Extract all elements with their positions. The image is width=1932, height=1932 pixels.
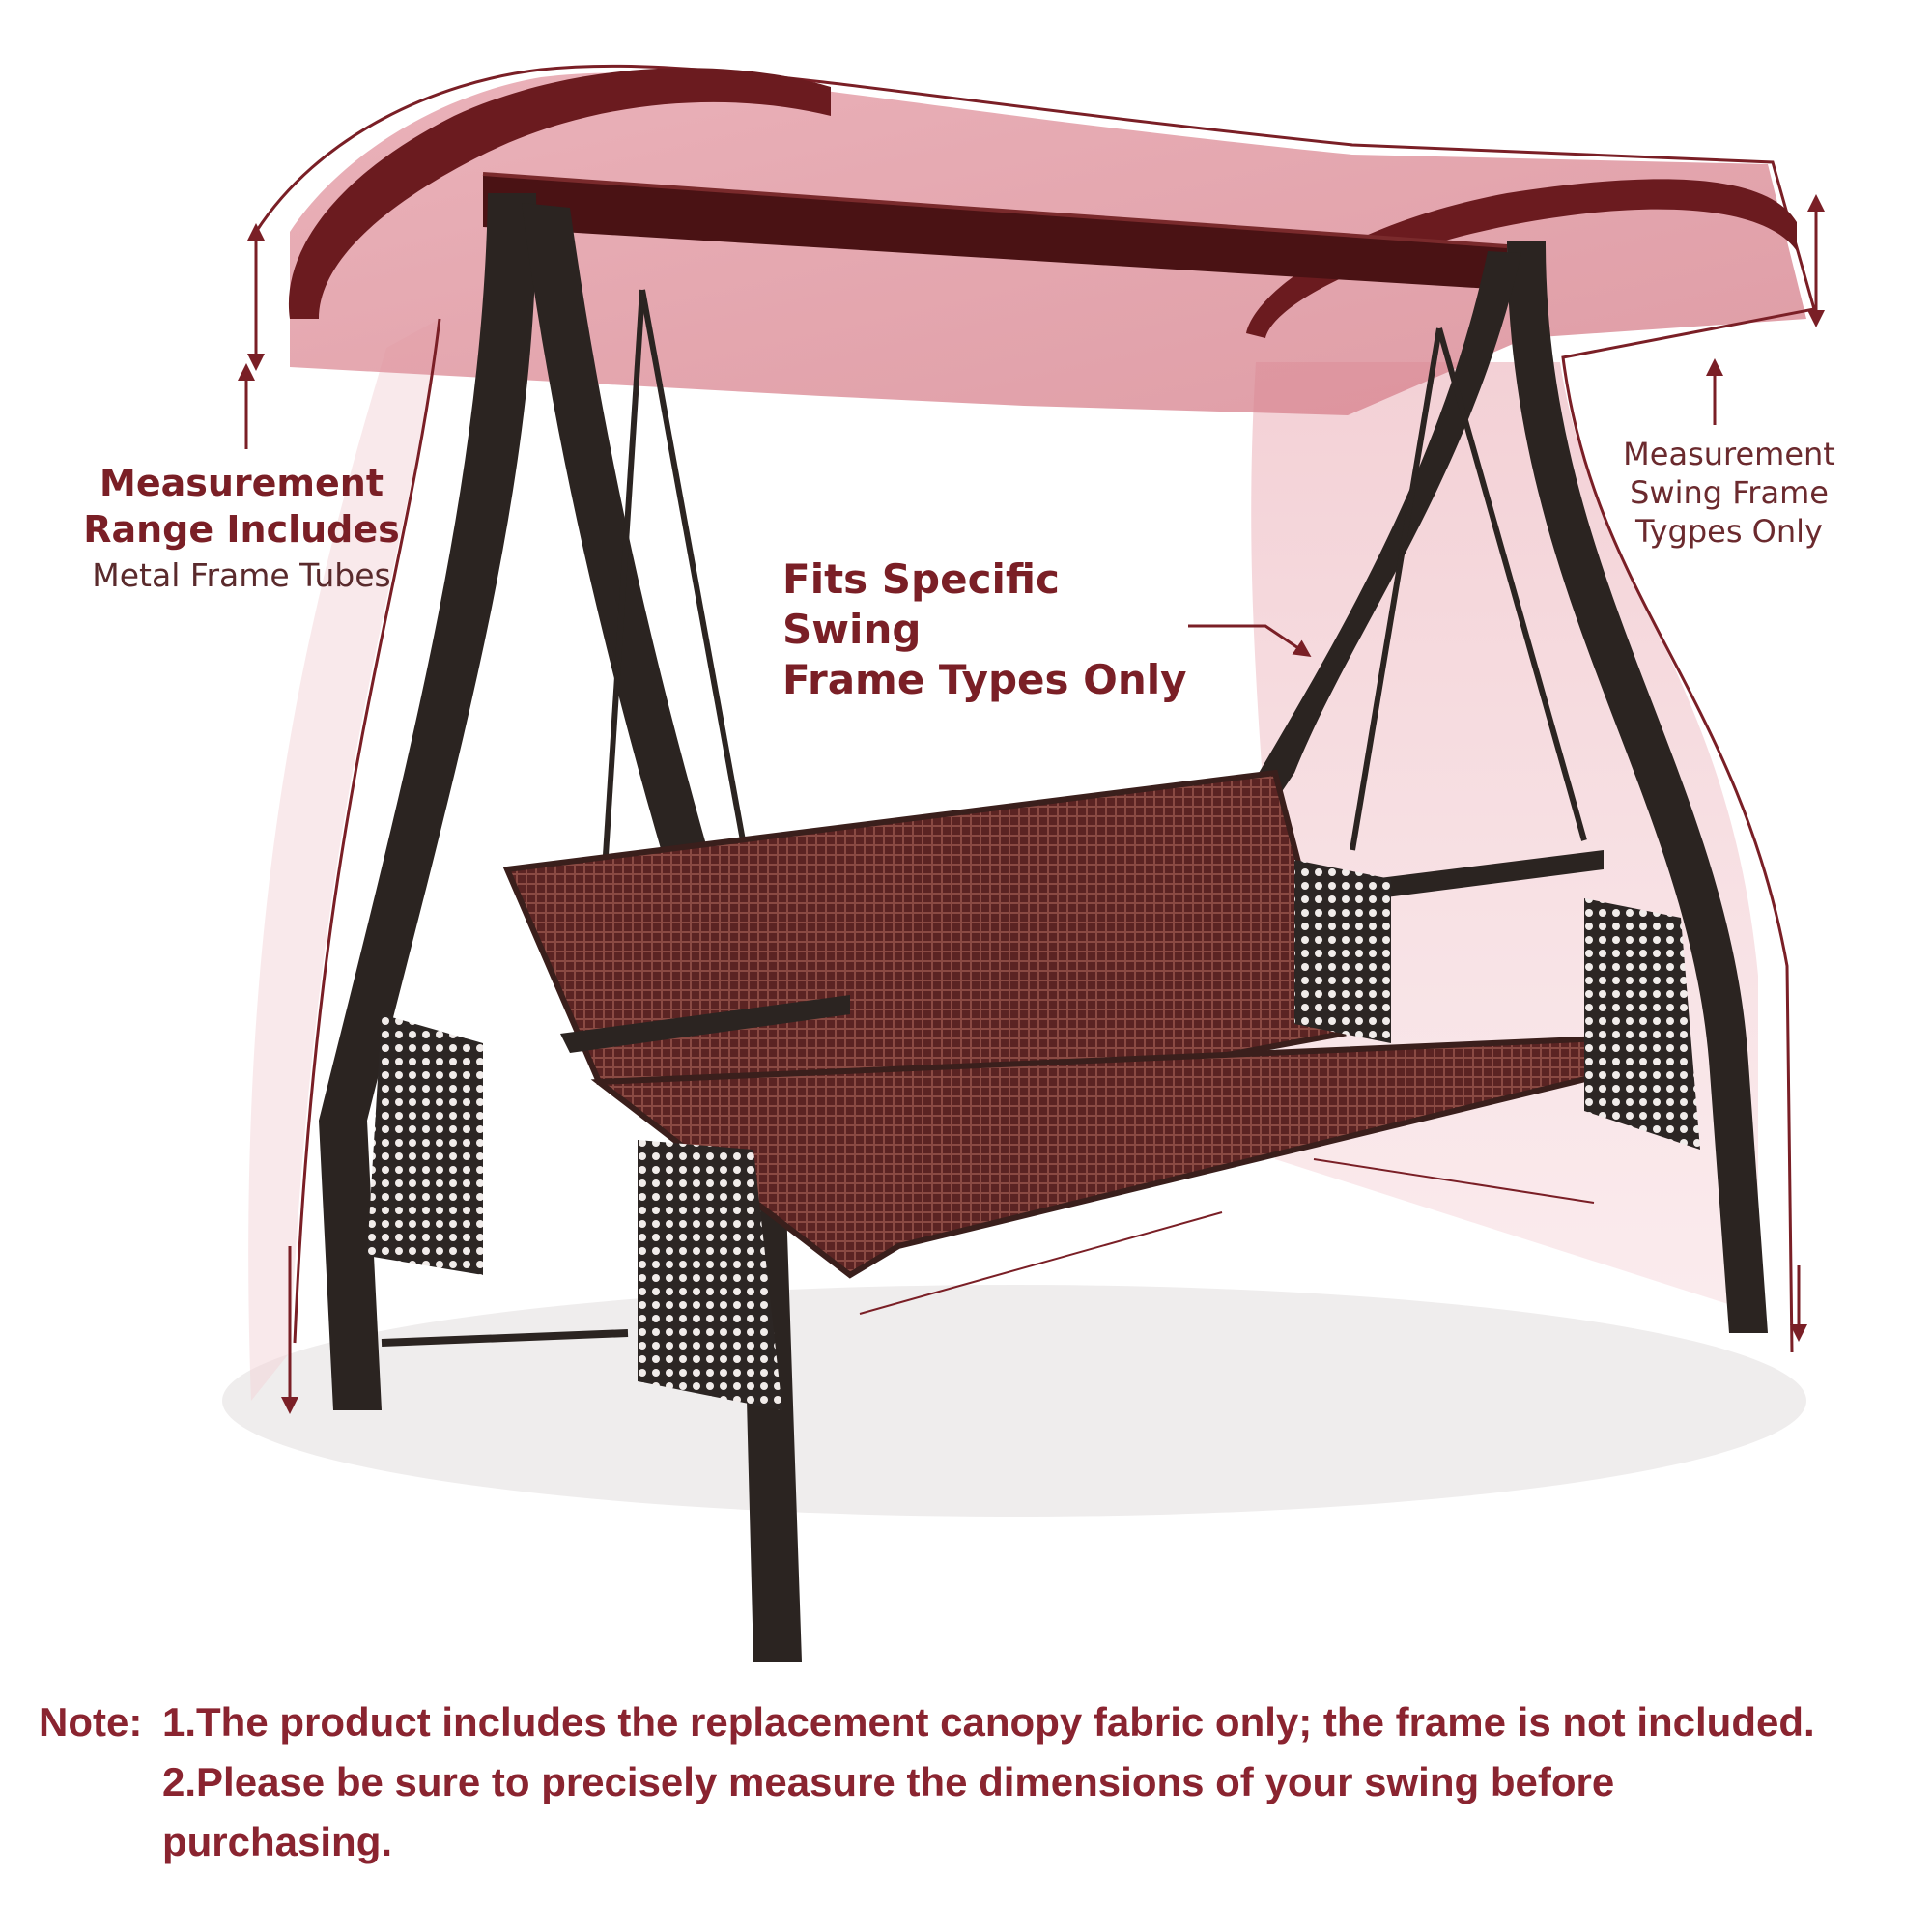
armrest-left [560,995,850,1053]
mesh-panel-left-inner [638,1140,782,1410]
frame-leg-right-inner [1236,251,1521,831]
canopy-outline-left [293,318,441,1344]
label-fits-specific: Fits Specific Swing Frame Types Only [782,554,1188,705]
top-beam [483,174,1507,290]
frame-leg-right-outer [1507,242,1768,1333]
canopy-end-bar-left [288,68,831,319]
label-left-line2: Range Includes [83,508,400,551]
cross-bar-left [381,1329,629,1347]
chain-right-2 [1350,327,1442,851]
label-center-line2: Frame Types Only [782,656,1187,703]
chain-right [1436,327,1587,841]
note-item2-line2: purchasing. [162,1819,393,1864]
label-right-line1: Measurement [1623,436,1835,472]
note-item2-line1: 2.Please be sure to precisely measure th… [162,1759,1615,1804]
floor-measure-line-2 [1313,1158,1595,1204]
mesh-panel-right-inner [1294,860,1391,1043]
mesh-panel-right [1584,898,1700,1150]
canopy-side-left [248,319,440,1401]
arrow-center-pointer [1188,624,1312,658]
seat [590,1035,1617,1279]
label-left-line1: Measurement [99,462,384,504]
note-label: Note: [39,1699,143,1745]
canopy-outline [254,64,1816,1353]
label-measurement-range: Measurement Range Includes Metal Frame T… [68,460,415,599]
label-right-line2: Swing Frame [1630,474,1829,511]
label-measurement-frame: Measurement Swing Frame Tygpes Only [1604,435,1855,551]
frame-leg-left-outer [319,193,537,1410]
label-right-line3: Tygpes Only [1635,513,1823,550]
note-item1: 1.The product includes the replacement c… [162,1699,1815,1745]
frame-leg-left-inner [522,203,802,1662]
ground-shadow [222,1285,1806,1517]
label-center-line1: Fits Specific Swing [782,555,1060,653]
mesh-panel-left-outer [367,1014,483,1275]
floor-measure-line [859,1211,1223,1315]
label-left-line3: Metal Frame Tubes [92,556,391,594]
